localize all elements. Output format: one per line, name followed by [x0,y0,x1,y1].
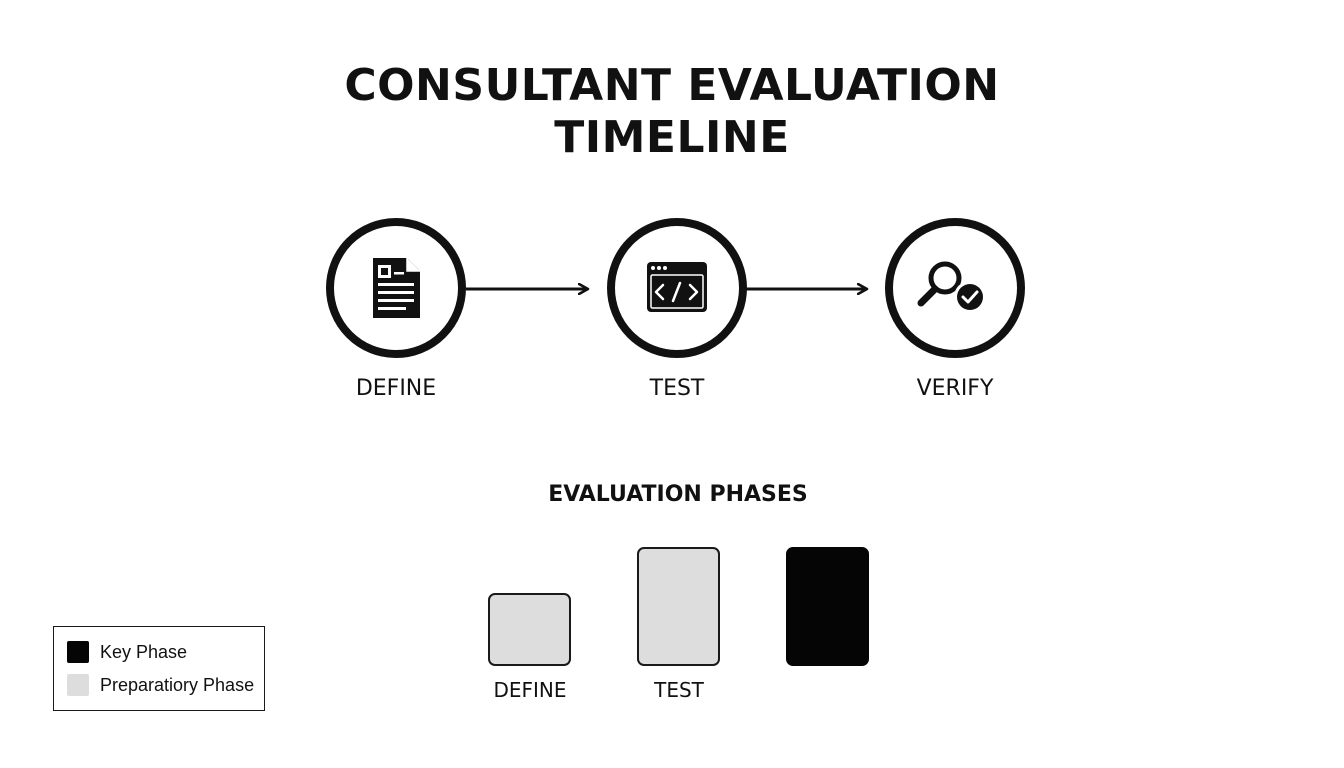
page-title-line-1: CONSULTANT EVALUATION [344,60,1000,111]
phases-section-title: EVALUATION PHASES [548,482,808,507]
step-define-node [326,218,466,358]
magnifier-check-icon [917,261,986,313]
legend-label-key: Key Phase [100,642,188,662]
page-title-line-2: TIMELINE [554,112,790,163]
phase-bar-define [488,593,571,666]
legend-item-preparatory: Preparatiory Phase [67,674,254,696]
step-test-node [607,218,747,358]
timeline-flow-diagram [326,218,1025,358]
step-label-define: DEFINE [355,376,437,401]
code-window-icon [647,262,707,312]
legend-swatch-key [67,641,89,663]
legend: Key Phase Preparatiory Phase [53,626,265,711]
document-icon [373,258,420,318]
phase-bar-test [637,547,720,666]
step-label-verify: VERIFY [916,376,994,401]
legend-swatch-preparatory [67,674,89,696]
step-verify-node [885,218,1025,358]
bar-label-test: TEST [654,678,704,702]
legend-label-preparatory: Preparatiory Phase [100,675,255,695]
legend-item-key: Key Phase [67,641,187,663]
phase-bar-key [786,547,869,666]
step-label-test: TEST [649,376,705,401]
bar-label-define: DEFINE [493,678,567,702]
